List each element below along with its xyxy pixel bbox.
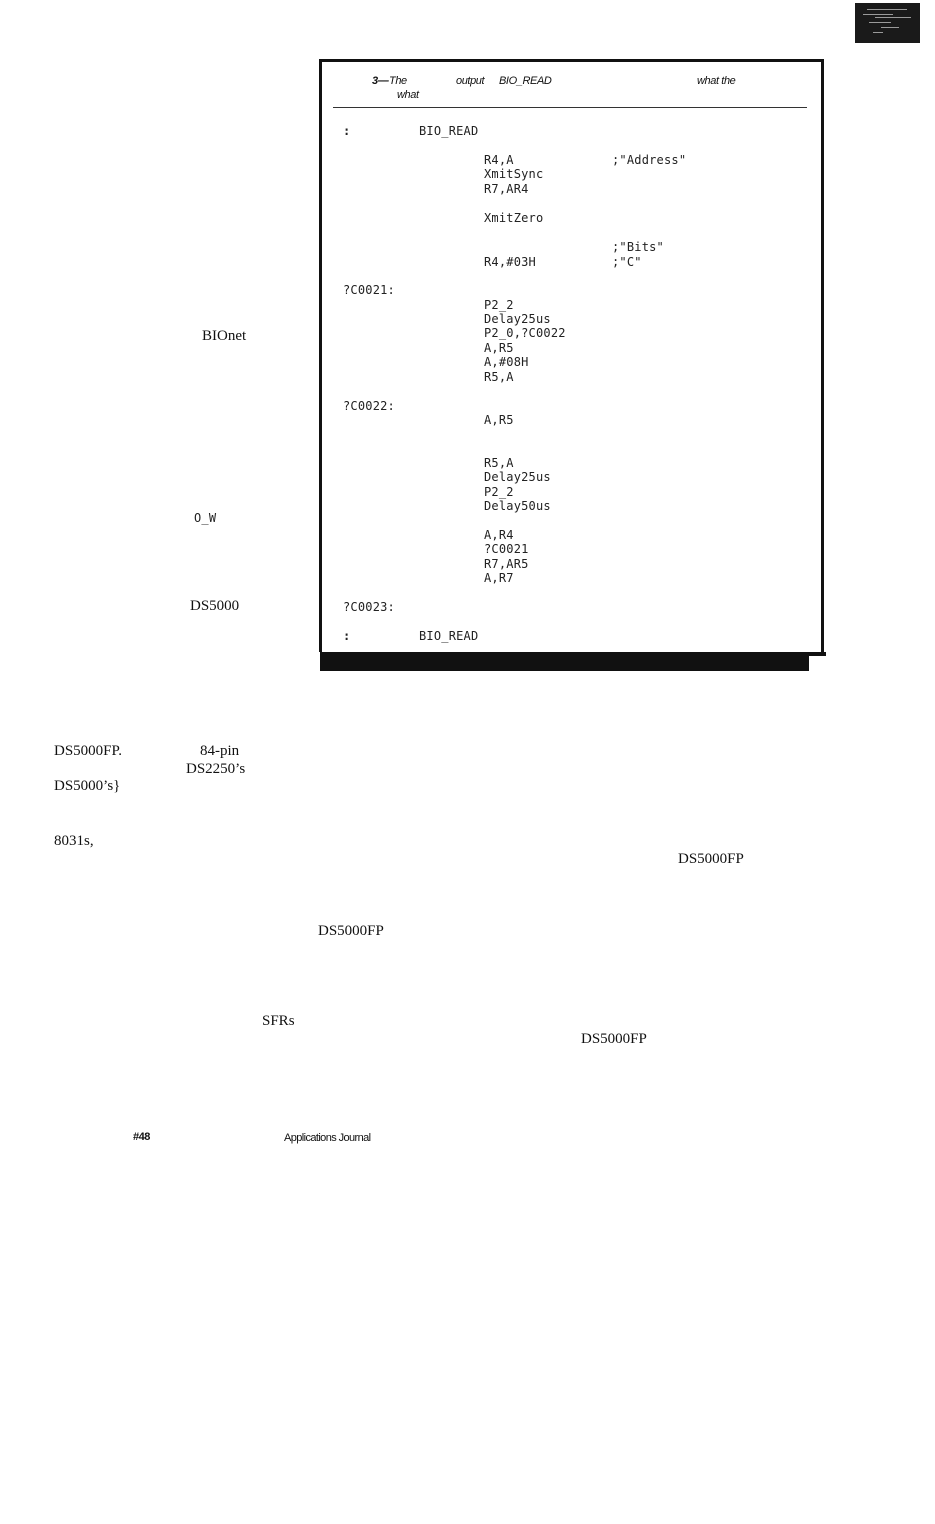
listing-comment: ;"C" <box>612 255 642 269</box>
body-word: DS5000FP <box>581 1031 647 1047</box>
listing-operand: XmitZero <box>484 211 544 225</box>
listing-operand: Delay25us <box>484 470 551 484</box>
journal-name: Applications Journal <box>284 1132 371 1144</box>
listing-operand: A,#08H <box>484 355 529 369</box>
listing-operand: R5,A <box>484 370 514 384</box>
listing-footer-marker: : <box>343 629 351 643</box>
corner-mark-image <box>855 3 920 43</box>
body-word: DS5000FP. <box>54 743 122 759</box>
body-word: DS5000FP <box>678 851 744 867</box>
left-column-word: DS5000 <box>190 598 240 614</box>
listing-comment: ;"Bits" <box>612 240 664 254</box>
caption-divider <box>333 107 807 108</box>
listing-footer-name: BIO_READ <box>419 629 479 643</box>
listing-label: ?C0021: <box>343 283 395 297</box>
listing-operand: P2_2 <box>484 298 514 312</box>
listing-frame <box>319 59 824 652</box>
listing-operand: R7,AR5 <box>484 557 529 571</box>
listing-operand: A,R5 <box>484 341 514 355</box>
listing-operand: R5,A <box>484 456 514 470</box>
listing-operand: P2_2 <box>484 485 514 499</box>
listing-label: ?C0022: <box>343 399 395 413</box>
listing-operand: R7,AR4 <box>484 182 529 196</box>
listing-operand: ?C0021 <box>484 542 529 556</box>
body-word: 84-pin <box>200 743 240 759</box>
caption-word: BIO_READ <box>499 75 552 87</box>
listing-operand: A,R5 <box>484 413 514 427</box>
body-word: DS2250’s <box>186 761 246 777</box>
body-word: DS5000’s} <box>54 778 121 794</box>
listing-shadow-bar <box>320 652 809 671</box>
listing-operand: R4,A <box>484 153 514 167</box>
listing-operand: A,R4 <box>484 528 514 542</box>
caption-word: what the <box>697 75 736 87</box>
listing-operand: P2_0,?C0022 <box>484 326 566 340</box>
left-column-word: O_W <box>194 511 217 525</box>
caption-word: output <box>456 75 485 87</box>
caption-word: what <box>397 89 419 101</box>
listing-shadow-corner <box>808 652 826 656</box>
left-column-word: BIOnet <box>202 328 247 344</box>
body-word: 8031s, <box>54 833 94 849</box>
listing-operand: A,R7 <box>484 571 514 585</box>
body-word: DS5000FP <box>318 923 384 939</box>
caption-word: The <box>389 75 407 87</box>
listing-header-marker: : <box>343 124 351 138</box>
listing-comment: ;"Address" <box>612 153 687 167</box>
figure-number: 3— <box>372 75 389 87</box>
listing-label: ?C0023: <box>343 600 395 614</box>
issue-number: #48 <box>133 1131 150 1143</box>
listing-header-name: BIO_READ <box>419 124 479 138</box>
listing-operand: Delay50us <box>484 499 551 513</box>
listing-operand: XmitSync <box>484 167 544 181</box>
body-word: SFRs <box>262 1013 295 1029</box>
listing-operand: R4,#03H <box>484 255 536 269</box>
listing-operand: Delay25us <box>484 312 551 326</box>
